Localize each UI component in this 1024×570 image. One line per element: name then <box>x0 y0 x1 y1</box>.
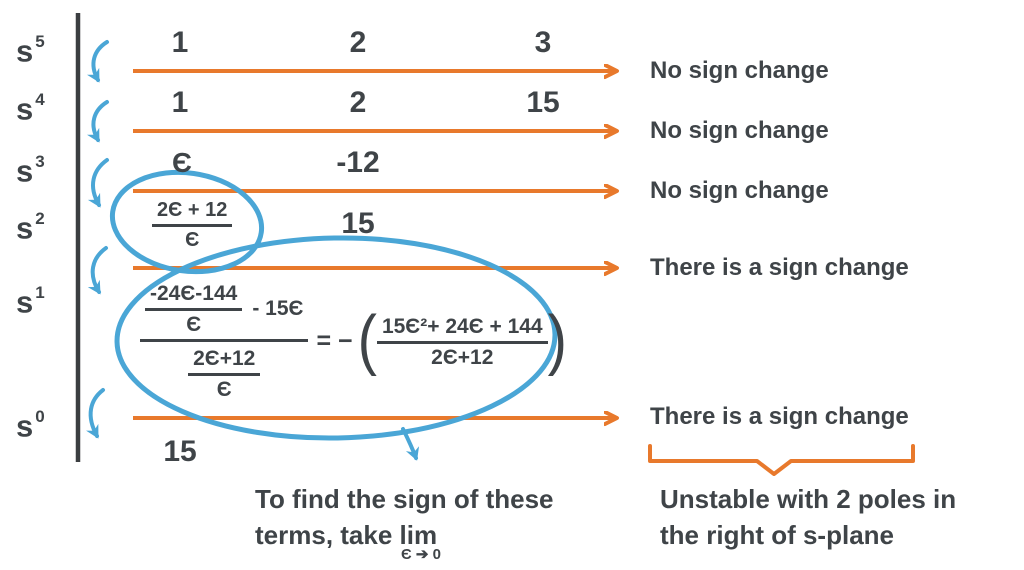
flow-arrow-s3-s2 <box>87 158 109 208</box>
result-fraction-numerator: 15Є²+ 24Є + 144 <box>376 314 548 344</box>
fraction-numerator: 2Є + 12 <box>152 198 233 227</box>
main-fraction: -24Є-144 Є - 15Є 2Є+12 Є <box>140 281 309 402</box>
limit-subscript: Є ➔ 0 <box>401 546 441 563</box>
result-label-s4: No sign change <box>650 117 829 144</box>
conclusion-note: Unstable with 2 poles in the right of s-… <box>660 481 980 553</box>
conclusion-line1: Unstable with 2 poles in <box>660 484 957 514</box>
power-exponent: 4 <box>35 90 45 109</box>
limit-note-line1: To find the sign of these <box>255 484 554 514</box>
nested-fraction-denominator: Є <box>216 378 232 401</box>
result-label-s2: There is a sign change <box>650 254 909 281</box>
result-fraction: 15Є²+ 24Є + 144 2Є+12 <box>376 314 548 370</box>
highlight-blob-pointer-arrow <box>401 427 420 461</box>
limit-note-line2: terms, take lim <box>255 520 438 550</box>
cell-s1-expression: -24Є-144 Є - 15Є 2Є+12 Є = − ( 15Є²+ 24Є… <box>140 281 567 402</box>
flow-arrow-s4-s3 <box>86 100 109 143</box>
cell-s3-col1: Є <box>172 147 192 178</box>
numerator-tail-term: - 15Є <box>252 297 304 320</box>
conclusion-line2: the right of s-plane <box>660 520 894 550</box>
highlight-blob-large-lobe <box>114 235 558 441</box>
power-base: s <box>16 408 34 444</box>
main-fraction-numerator: -24Є-144 Є - 15Є <box>140 281 309 342</box>
flow-arrow-s1-s0 <box>86 388 105 439</box>
power-base: s <box>16 33 34 69</box>
cell-s4-col3: 15 <box>526 86 560 119</box>
cell-s4-col2: 2 <box>349 86 367 119</box>
power-exponent: 3 <box>35 152 45 171</box>
limit-note: To find the sign of these terms, take li… <box>255 481 585 563</box>
power-exponent: 1 <box>35 283 45 302</box>
cell-s5-col2: 2 <box>349 26 367 59</box>
result-label-s3: No sign change <box>650 177 829 204</box>
cell-s2-col1-fraction: 2Є + 12 Є <box>152 198 233 252</box>
nested-fraction-numerator: -24Є-144 <box>145 281 243 311</box>
power-exponent: 0 <box>35 407 45 426</box>
power-base: s <box>16 153 34 189</box>
cell-s5-col3: 3 <box>534 26 552 59</box>
fraction-denominator: Є <box>185 229 200 251</box>
open-parenthesis: ( <box>357 301 377 377</box>
equals-sign: = − <box>316 327 353 355</box>
power-base: s <box>16 210 34 246</box>
result-label-s5: No sign change <box>650 57 829 84</box>
conclusion-brace <box>648 444 915 476</box>
main-fraction-denominator: 2Є+12 Є <box>188 342 261 402</box>
power-base: s <box>16 284 34 320</box>
power-exponent: 5 <box>35 32 45 51</box>
result-fraction-denominator: 2Є+12 <box>431 345 494 369</box>
cell-s5-col1: 1 <box>171 26 189 59</box>
cell-s3-col2: -12 <box>336 146 380 179</box>
result-label-s0: There is a sign change <box>650 403 909 430</box>
nested-fraction-denominator: Є <box>186 313 202 336</box>
power-base: s <box>16 91 34 127</box>
cell-s2-col2: 15 <box>341 207 375 240</box>
close-parenthesis: ) <box>547 301 567 377</box>
power-exponent: 2 <box>35 209 45 228</box>
cell-s4-col1: 1 <box>171 86 189 119</box>
flow-arrow-s5-s4 <box>86 40 109 83</box>
flow-arrow-s2-s1 <box>87 246 108 295</box>
cell-s0-col1: 15 <box>163 435 197 468</box>
nested-fraction-numerator: 2Є+12 <box>188 346 261 376</box>
